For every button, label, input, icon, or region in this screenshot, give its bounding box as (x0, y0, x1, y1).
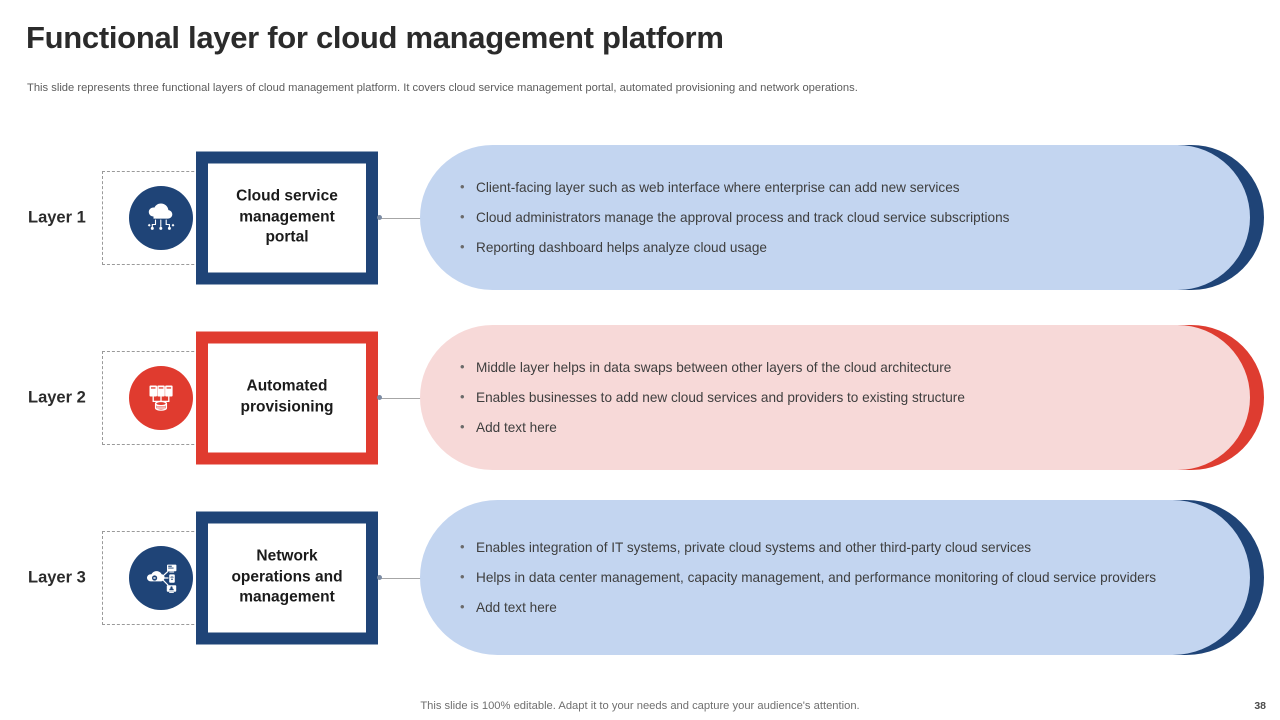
layer-label-3: Layer 3 (28, 568, 86, 586)
connector-dot-left-1 (377, 215, 382, 220)
cloud-network-icon (128, 185, 193, 250)
list-item: • Add text here (460, 418, 1190, 437)
list-item: • Enables integration of IT systems, pri… (460, 538, 1190, 557)
layer-name-text-3: Network operations and management (231, 547, 343, 606)
slide-subtitle: This slide represents three functional l… (27, 82, 858, 94)
layer-name-box-3[interactable]: Network operations and management (196, 511, 378, 644)
pill-2[interactable]: • Middle layer helps in data swaps betwe… (420, 325, 1250, 470)
pill-3[interactable]: • Enables integration of IT systems, pri… (420, 500, 1250, 655)
bullet-dot: • (460, 388, 465, 404)
layer-label-1: Layer 1 (28, 208, 86, 226)
pill-wrap-1: • Client-facing layer such as web interf… (420, 145, 1264, 290)
connector-dot-left-3 (377, 575, 382, 580)
icon-frame-2 (102, 350, 219, 445)
connector-dot-left-2 (377, 395, 382, 400)
bullet-text: Enables integration of IT systems, priva… (476, 539, 1032, 555)
list-item: • Middle layer helps in data swaps betwe… (460, 358, 1190, 377)
bullet-text: Add text here (476, 420, 557, 436)
layer-row-3: Layer 3 (0, 500, 1280, 655)
layer-name-text-1: Cloud service management portal (236, 187, 338, 246)
bullet-dot: • (460, 599, 465, 615)
servers-database-icon (128, 365, 193, 430)
bullet-text: Helps in data center management, capacit… (476, 569, 1157, 585)
footer-note: This slide is 100% editable. Adapt it to… (420, 700, 860, 712)
bullet-text: Reporting dashboard helps analyze cloud … (476, 240, 767, 256)
icon-frame-1 (102, 170, 219, 265)
cloud-devices-network-icon (128, 545, 193, 610)
bullet-dot: • (460, 208, 465, 224)
layer-name-text-2: Automated provisioning (240, 377, 334, 416)
list-item: • Enables businesses to add new cloud se… (460, 388, 1190, 407)
pill-wrap-2: • Middle layer helps in data swaps betwe… (420, 325, 1264, 470)
bullet-dot: • (460, 568, 465, 584)
bullet-dot: • (460, 239, 465, 255)
bullet-text: Enables businesses to add new cloud serv… (476, 389, 965, 405)
layer-label-2: Layer 2 (28, 388, 86, 406)
bullet-text: Cloud administrators manage the approval… (476, 209, 1010, 225)
bullet-text: Add text here (476, 600, 557, 616)
bullet-text: Client-facing layer such as web interfac… (476, 179, 960, 195)
page-title: Functional layer for cloud management pl… (26, 20, 724, 55)
pill-1[interactable]: • Client-facing layer such as web interf… (420, 145, 1250, 290)
list-item: • Client-facing layer such as web interf… (460, 178, 1190, 197)
pill-wrap-3: • Enables integration of IT systems, pri… (420, 500, 1264, 655)
bullet-dot: • (460, 538, 465, 554)
layer-row-2: Layer 2 (0, 325, 1280, 470)
list-item: • Helps in data center management, capac… (460, 568, 1190, 587)
layer-row-1: Layer 1 (0, 145, 1280, 290)
list-item: • Cloud administrators manage the approv… (460, 208, 1190, 227)
list-item: • Reporting dashboard helps analyze clou… (460, 238, 1190, 257)
layer-name-box-1[interactable]: Cloud service management portal (196, 151, 378, 284)
layer-name-box-2[interactable]: Automated provisioning (196, 331, 378, 464)
list-item: • Add text here (460, 598, 1190, 617)
bullet-text: Middle layer helps in data swaps between… (476, 359, 952, 375)
bullet-dot: • (460, 358, 465, 374)
bullet-dot: • (460, 178, 465, 194)
bullet-dot: • (460, 419, 465, 435)
page-number: 38 (1254, 700, 1266, 712)
